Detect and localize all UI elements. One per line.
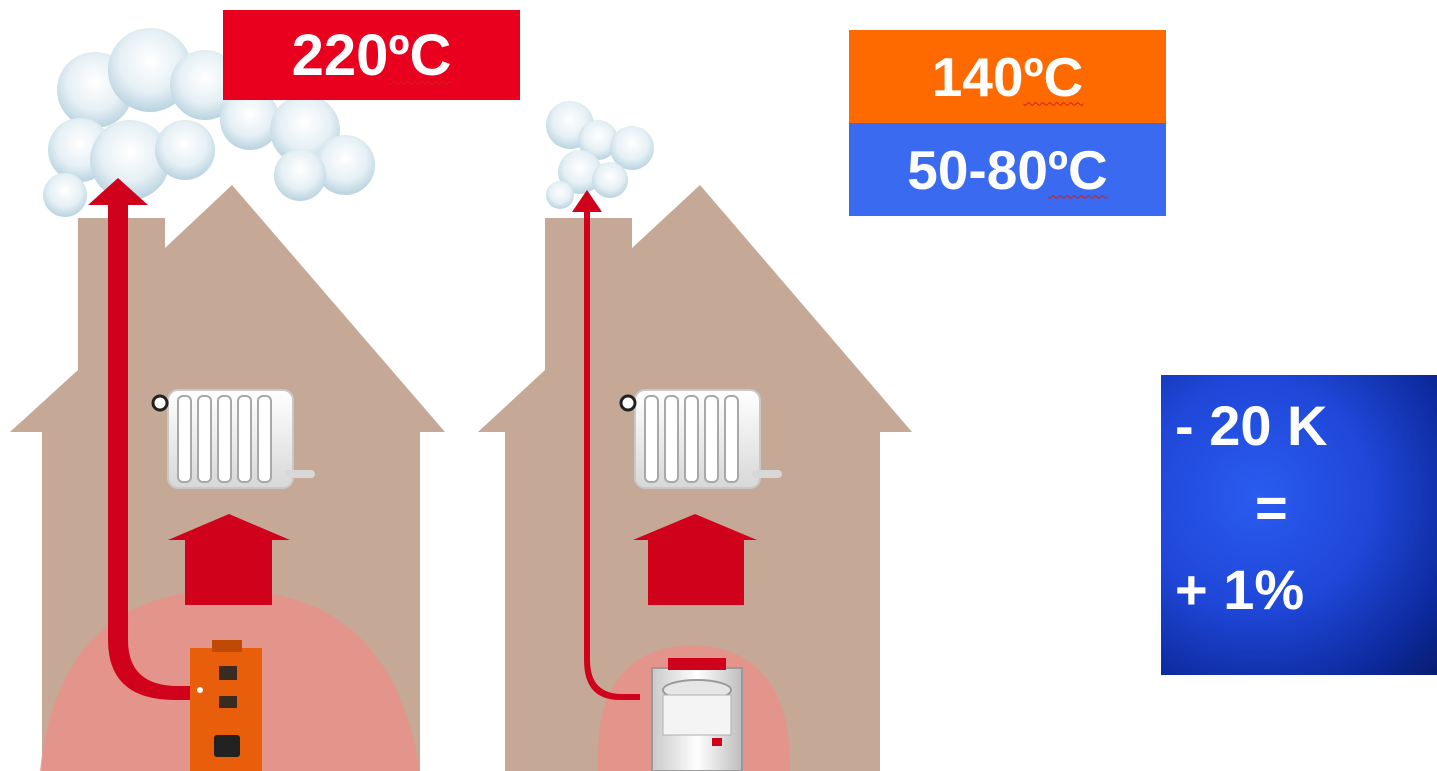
rule-temperature-drop: - 20 K xyxy=(1175,394,1328,457)
right-house xyxy=(478,101,912,771)
efficiency-rule-box: - 20 K = + 1% xyxy=(1161,375,1437,675)
rule-equals: = xyxy=(1255,476,1288,539)
heat-up-arrow-icon xyxy=(168,514,290,605)
rule-efficiency-gain: + 1% xyxy=(1175,558,1305,621)
return-temperature-unit: ºC xyxy=(1047,138,1108,201)
old-flue-temperature-value: 220 xyxy=(291,22,389,88)
return-temperature-label: 50-80 ºC xyxy=(849,123,1166,216)
radiator-icon xyxy=(151,389,315,489)
smoke-cloud-icon xyxy=(546,101,654,209)
heat-up-arrow-icon xyxy=(633,514,757,605)
new-flue-temperature-label: 140 ºC xyxy=(849,30,1166,123)
new-flue-temperature-unit: ºC xyxy=(1023,45,1084,108)
left-house xyxy=(10,28,445,771)
old-boiler-icon xyxy=(190,640,262,771)
flue-arrow-icon xyxy=(88,178,195,700)
return-temperature-value: 50-80 xyxy=(907,138,1048,201)
old-flue-temperature-label: 220 ºC xyxy=(223,10,520,100)
new-flue-temperature-value: 140 xyxy=(931,45,1024,108)
flue-arrow-icon xyxy=(572,190,640,700)
radiator-icon xyxy=(619,389,782,489)
smoke-cloud-icon xyxy=(43,28,375,217)
old-flue-temperature-unit: ºC xyxy=(388,22,452,88)
condensing-boiler-icon xyxy=(651,658,743,771)
